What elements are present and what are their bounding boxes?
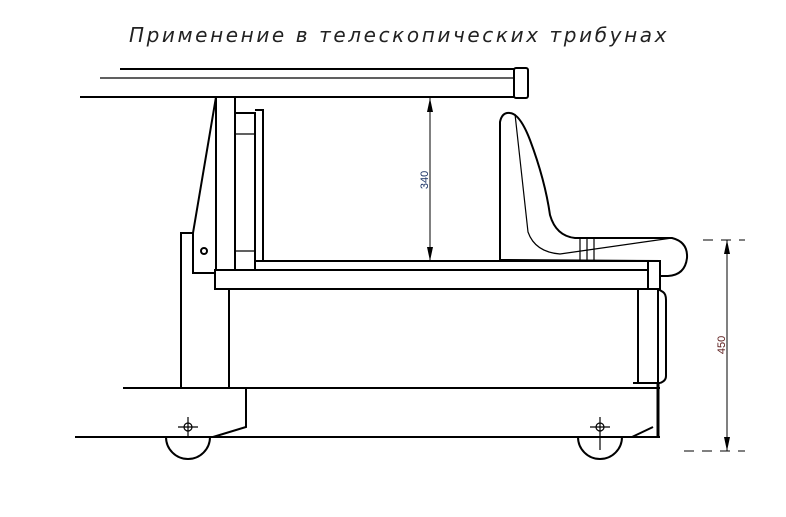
dimension-450: 450 [684,239,745,452]
front-panel [633,288,667,438]
dimension-label-450: 450 [716,336,728,354]
drawing-title: Применение в телескопических трибунах [129,23,669,47]
wheel-left [165,417,211,460]
riser-post [180,96,264,388]
seat-shell [499,111,689,277]
dimension-340: 340 [419,98,433,261]
dimension-label-340: 340 [419,171,431,189]
wheel-right [577,417,623,460]
lower-frame [75,387,660,438]
platform-beam [214,260,661,388]
pivot-bolt-icon [200,247,208,255]
upper-tier-rail [80,67,529,99]
